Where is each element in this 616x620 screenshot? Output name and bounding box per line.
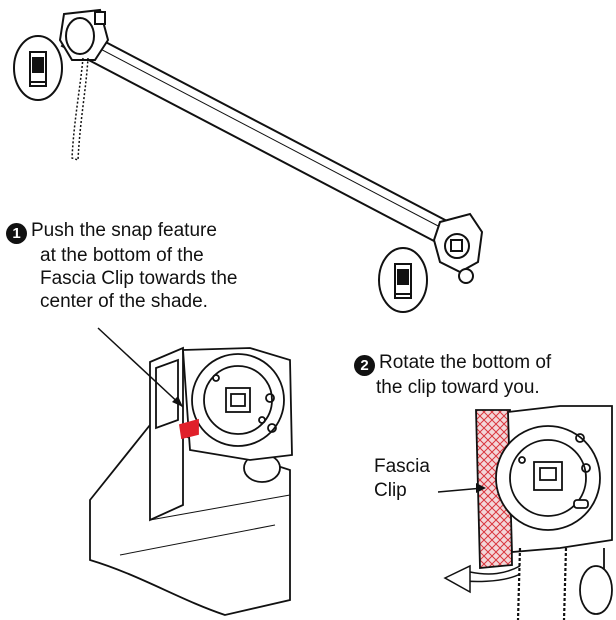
step-1-line-3: Fascia Clip towards the xyxy=(40,268,238,289)
pointer-arrowhead xyxy=(172,396,183,407)
roller-shade-overview xyxy=(58,8,484,284)
pointer-line xyxy=(97,327,184,408)
step-1-line-2: at the bottom of the xyxy=(40,245,204,266)
step-1-line-1: Push the snap feature xyxy=(31,220,217,241)
clip-icon-left xyxy=(13,35,63,101)
step-1-line-4: center of the shade. xyxy=(40,291,208,312)
step-1-badge: 1 xyxy=(6,223,27,244)
fascia-clip-pointer xyxy=(437,487,484,493)
step-2-badge: 2 xyxy=(354,355,375,376)
step-2-line-2: the clip toward you. xyxy=(376,377,540,398)
fascia-clip-label: Fascia Clip xyxy=(374,455,430,503)
fascia-clip-label-line-2: Clip xyxy=(374,480,407,501)
fascia-clip-arrowhead xyxy=(476,483,486,493)
clip-icon-right xyxy=(378,247,428,313)
bracket-detail-2 xyxy=(475,405,613,620)
bracket-detail-1 xyxy=(89,346,293,616)
rotate-arrowhead xyxy=(443,564,471,594)
fascia-clip-label-line-1: Fascia xyxy=(374,456,430,477)
step-2-line-1: Rotate the bottom of xyxy=(379,352,552,373)
